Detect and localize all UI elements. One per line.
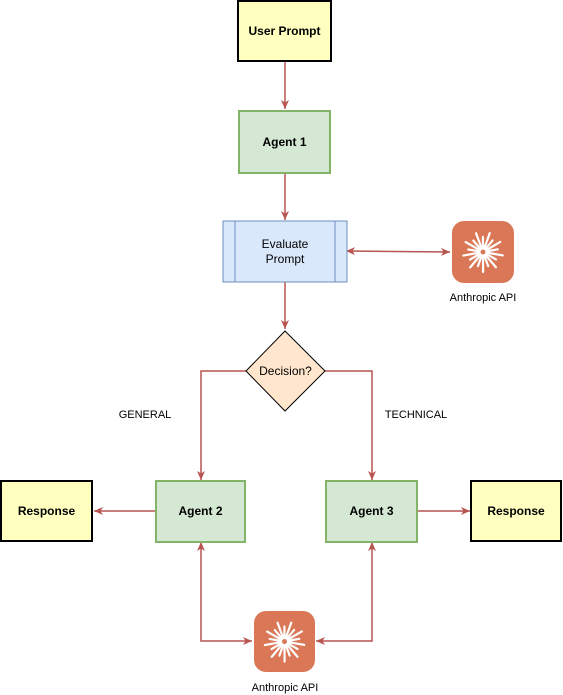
user-prompt-node: User Prompt	[237, 0, 332, 62]
starburst-ray	[284, 621, 293, 640]
starburst-ray	[484, 240, 502, 252]
response-left-label: Response	[18, 504, 76, 518]
starburst-ray	[484, 253, 498, 269]
starburst-ray	[474, 232, 483, 250]
starburst-ray	[476, 254, 483, 268]
starburst-ray	[483, 232, 491, 250]
anthropic-api-bottom: Anthropic API	[252, 611, 319, 694]
api-tile-bottom	[254, 611, 315, 672]
starburst-ray	[284, 643, 291, 657]
starburst-ray	[270, 643, 284, 658]
starburst-ray	[485, 248, 499, 253]
agent1-label: Agent 1	[262, 135, 306, 149]
starburst-ray	[472, 239, 482, 251]
edge-agent2-api	[197, 542, 252, 645]
starburst-ray	[286, 640, 306, 646]
evaluate-prompt-node: Evaluate Prompt	[222, 220, 348, 283]
starburst-ray	[268, 637, 283, 643]
starburst-ray	[464, 240, 482, 252]
starburst-ray	[273, 628, 284, 640]
starburst-ray	[484, 252, 498, 261]
response-right-node: Response	[470, 480, 562, 542]
starburst-ray	[469, 253, 482, 269]
starburst-ray	[286, 630, 303, 641]
agent3-node: Agent 3	[325, 480, 418, 543]
starburst-ray	[462, 251, 481, 257]
api-bottom-label: Anthropic API	[252, 682, 319, 694]
starburst-ray	[467, 248, 481, 253]
response-left-node: Response	[0, 480, 93, 542]
starburst-ray	[286, 637, 301, 642]
decision-label: Decision?	[259, 364, 312, 378]
starburst-ray	[485, 251, 504, 257]
starburst-ray	[276, 621, 285, 640]
agent1-node: Agent 1	[238, 110, 331, 174]
technical-edge-label: TECHNICAL	[385, 409, 447, 421]
agent3-label: Agent 3	[349, 504, 393, 518]
decision-node: Decision?	[245, 330, 326, 412]
starburst-ray	[263, 641, 283, 647]
starburst-ray	[266, 630, 283, 641]
anthropic-starburst-icon	[462, 232, 504, 274]
anthropic-api-top: Anthropic API	[450, 221, 517, 304]
agent2-node: Agent 2	[155, 480, 246, 543]
edge-evaluate-api	[346, 247, 451, 256]
general-edge-label: GENERAL	[119, 409, 172, 421]
user-prompt-label: User Prompt	[248, 24, 320, 38]
starburst-ray	[484, 239, 494, 251]
edge-decision-agent2	[197, 370, 246, 480]
api-tile-top	[452, 221, 514, 283]
evaluate-label-line2: Prompt	[266, 252, 305, 266]
starburst-ray	[285, 643, 299, 658]
starburst-ray	[483, 254, 490, 268]
edge-agent3-api	[316, 542, 376, 645]
starburst-ray	[270, 642, 283, 651]
starburst-ray	[468, 252, 482, 261]
evaluate-label-line1: Evaluate	[262, 237, 309, 251]
response-right-label: Response	[487, 504, 545, 518]
anthropic-starburst-icon	[263, 621, 306, 663]
starburst-ray	[285, 628, 296, 640]
starburst-ray	[286, 642, 299, 651]
agent2-label: Agent 2	[178, 504, 222, 518]
starburst-ray	[278, 643, 285, 657]
api-top-label: Anthropic API	[450, 292, 517, 304]
edge-decision-agent3	[325, 370, 376, 480]
